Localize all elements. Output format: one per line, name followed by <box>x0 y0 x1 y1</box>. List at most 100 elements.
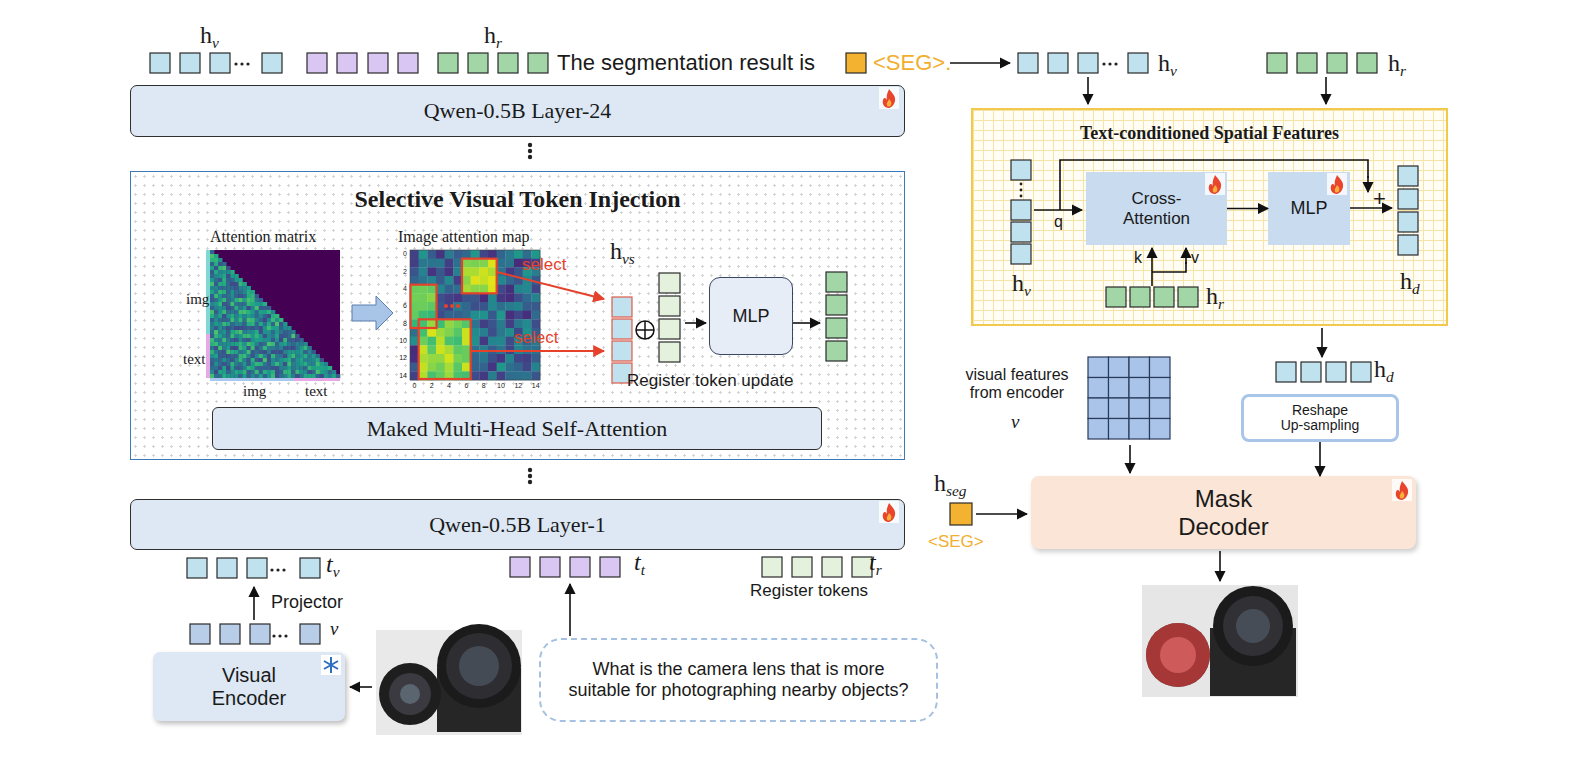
text-label: visual features from encoder <box>953 366 1081 401</box>
token-square <box>210 53 230 73</box>
token-square <box>1301 362 1321 382</box>
node-text: Mask Decoder <box>1159 485 1289 540</box>
axis-tick: 12 <box>399 354 407 362</box>
token-square <box>1128 53 1148 73</box>
reshape-box: Reshape Up-sampling <box>1241 394 1399 442</box>
seg-token-text: <SEG> <box>928 533 984 552</box>
flow-arrow <box>1219 551 1221 581</box>
axis-tick: 6 <box>464 382 468 390</box>
math-symbol: hr <box>1206 283 1224 309</box>
select-label: select <box>522 256 566 275</box>
token-square <box>220 624 240 644</box>
lens <box>446 633 512 699</box>
node-text: Selective Visual Token Injection <box>354 172 680 214</box>
axis-tick: 6 <box>403 302 407 310</box>
token-square <box>540 557 560 577</box>
ellipsis-dot <box>1108 62 1111 65</box>
text-label: Register token update <box>627 372 793 391</box>
ellipsis-dot <box>528 143 532 147</box>
axis-tick: 0 <box>403 250 407 258</box>
token-square <box>1357 53 1377 73</box>
ellipsis-dot <box>284 634 287 637</box>
token-square <box>950 503 972 525</box>
connector-arrow <box>1319 442 1321 476</box>
mlp-box: MLP <box>1268 172 1350 245</box>
node-text: MLP <box>1290 198 1327 219</box>
axis-tick: 8 <box>403 320 407 328</box>
axis-label: img <box>186 291 209 308</box>
math-symbol: hv <box>200 22 219 48</box>
token-square <box>262 53 282 73</box>
text-label: Register tokens <box>750 582 868 601</box>
token-square <box>1109 398 1130 419</box>
token-square <box>1150 357 1171 378</box>
node-text: Visual Encoder <box>194 664 304 710</box>
math-symbol: tt <box>634 549 645 575</box>
ellipsis-dot <box>528 474 532 478</box>
lens <box>389 673 431 715</box>
ellipsis-dot <box>528 155 532 159</box>
token-square <box>398 53 418 73</box>
ellipsis-dot <box>278 634 281 637</box>
math-symbol: hd <box>1374 356 1394 382</box>
node-text: MLP <box>732 306 769 327</box>
math-symbol: hr <box>1388 50 1406 76</box>
token-square <box>792 557 812 577</box>
token-square <box>510 557 530 577</box>
token-square <box>1267 53 1287 73</box>
math-symbol: hr <box>484 22 502 48</box>
flow-arrow <box>350 686 372 688</box>
ellipsis-dot <box>1102 62 1105 65</box>
axis-label: img <box>243 383 266 400</box>
math-symbol: v <box>1011 412 1019 433</box>
token-square <box>1129 398 1150 419</box>
attention-box: Maked Multi-Head Self-Attention <box>212 407 822 450</box>
lens <box>1223 596 1283 656</box>
axis-tick: 10 <box>497 382 505 390</box>
lens-body <box>1210 628 1296 696</box>
token-square <box>498 53 518 73</box>
token-square <box>1088 357 1109 378</box>
axis-tick: 4 <box>403 285 407 293</box>
lens-mask <box>1146 623 1210 687</box>
layer-box: Qwen-0.5B Layer-24 <box>130 85 905 137</box>
node-text: Text-conditioned Spatial Features <box>1080 110 1339 144</box>
flow-arrow <box>569 584 571 636</box>
token-square <box>1297 53 1317 73</box>
text-label: Attention matrix <box>210 228 316 246</box>
token-square <box>846 53 866 73</box>
token-square <box>1109 419 1130 440</box>
ellipsis-dot <box>528 480 532 484</box>
photo <box>1142 585 1298 697</box>
axis-label: text <box>183 351 206 368</box>
seg-token-text: <SEG>. <box>873 51 951 75</box>
port-label: v <box>1191 249 1199 267</box>
token-square <box>1327 53 1347 73</box>
node-text: Maked Multi-Head Self-Attention <box>367 416 668 441</box>
operator-symbol: + <box>1373 187 1386 211</box>
flow-arrow <box>253 587 255 620</box>
ellipsis-dot <box>528 149 532 153</box>
lens-mask <box>1160 637 1196 673</box>
ellipsis-dot <box>282 568 285 571</box>
token-square <box>1078 53 1098 73</box>
token-square <box>1150 419 1171 440</box>
axis-tick: 12 <box>514 382 522 390</box>
node-text: Qwen-0.5B Layer-24 <box>424 98 612 123</box>
ellipsis-dot <box>240 62 243 65</box>
node-text: What is the camera lens that is more sui… <box>559 659 918 700</box>
lens <box>437 624 521 708</box>
lens <box>1213 586 1293 666</box>
cross-attention-box: Cross-Attention <box>1086 172 1227 245</box>
token-square <box>438 53 458 73</box>
text-label: Projector <box>271 593 343 613</box>
token-square <box>528 53 548 73</box>
math-symbol: hv <box>1012 270 1031 296</box>
token-square <box>1150 378 1171 399</box>
lens <box>400 684 420 704</box>
decoder-box: Mask Decoder <box>1031 476 1416 549</box>
token-square <box>368 53 388 73</box>
port-label: q <box>1054 213 1063 231</box>
token-square <box>1088 398 1109 419</box>
